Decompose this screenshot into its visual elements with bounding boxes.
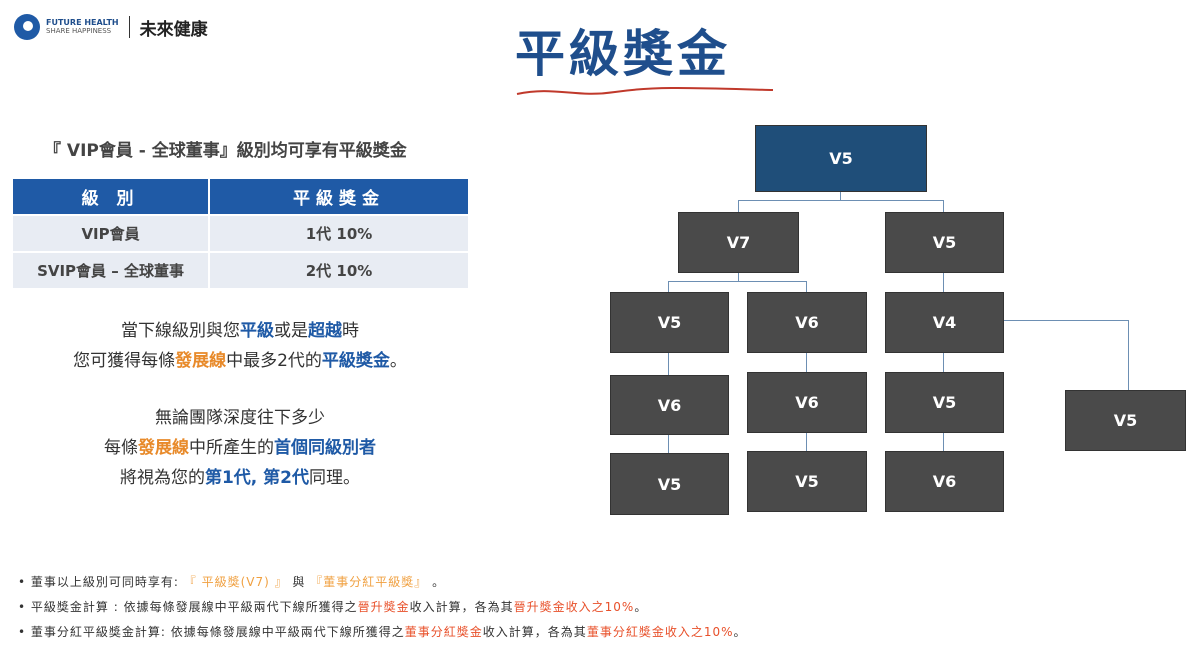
text-segment: 。 [389, 351, 407, 371]
text-segment: 董事分紅平級獎金計算: 依據每條發展線中平級兩代下線所獲得之 [30, 625, 405, 639]
tree-node: V5 [885, 212, 1004, 273]
text-segment: 中最多2代的 [226, 351, 322, 371]
tree-node: V6 [747, 372, 867, 433]
cell: 1代 10% [209, 214, 470, 252]
logo-icon [14, 14, 40, 40]
text-segment: 晉升獎金收入之10% [513, 600, 635, 614]
connector-line [738, 200, 944, 201]
text-segment: 超越 [308, 321, 342, 341]
text-segment: 『 平級獎(V7) 』 [183, 575, 288, 589]
text-segment: 董事分紅獎金 [404, 625, 483, 639]
underline-squiggle [516, 87, 774, 95]
tree-node: V6 [610, 375, 729, 435]
header-bonus: 平級獎金 [209, 179, 470, 215]
connector-line [943, 200, 944, 212]
text-segment: 與 [287, 575, 311, 589]
text-segment: 中所產生的 [189, 438, 274, 458]
text-segment: 。 [634, 600, 648, 614]
text-segment: 將視為您的 [119, 468, 205, 488]
text-segment: 。 [733, 625, 747, 639]
cell: VIP會員 [13, 214, 211, 252]
tree-node: V6 [885, 451, 1004, 512]
note-item: • 董事以上級別可同時享有: 『 平級獎(V7) 』 與 『董事分紅平級獎』 。 [18, 575, 446, 589]
text-segment: 每條發展線中所產生的首個同級別者 [30, 433, 450, 463]
text-segment: 。 [427, 575, 446, 589]
logo-tagline: SHARE HAPPINESS [46, 27, 112, 35]
connector-line [1128, 320, 1129, 390]
page-title: 平級獎金 [515, 25, 731, 83]
cell: SVIP會員 – 全球董事 [13, 251, 211, 288]
tree-node: V4 [885, 292, 1004, 353]
tree-node: V5 [747, 451, 867, 512]
connector-line [806, 281, 807, 292]
text-segment: 首個同級別者 [274, 438, 376, 458]
text-segment: 董事分紅獎金收入之10% [586, 625, 734, 639]
connector-line [668, 281, 807, 282]
explanation-1: 當下線級別與您平級或是超越時 您可獲得每條發展線中最多2代的平級獎金。 [30, 316, 450, 376]
text-segment: 級 別平級獎金 [13, 179, 470, 215]
cell: 2代 10% [209, 251, 470, 288]
text-segment [128, 16, 130, 38]
text-segment: 發展線 [175, 351, 227, 371]
connector-line [668, 281, 669, 292]
text-segment: 每條 [104, 438, 138, 458]
text-segment: 平級 [240, 321, 274, 341]
text-segment: 當下線級別與您 [121, 321, 240, 341]
text-segment: 您可獲得每條 [73, 351, 176, 371]
text-segment: 同理。 [309, 468, 361, 488]
text-segment: 當下線級別與您平級或是超越時 [30, 316, 450, 346]
tree-node-side: V5 [1065, 390, 1186, 451]
subtitle: 『 VIP會員 - 全球董事』級別均可享有平級獎金 [44, 141, 407, 161]
text-segment: 平級獎金 [321, 351, 390, 371]
text-segment: 發展線 [138, 438, 189, 458]
text-segment: 第1代, 第2代 [204, 468, 310, 488]
tree-node: V5 [610, 292, 729, 353]
text-segment: 董事以上級別可同時享有: [30, 575, 184, 589]
text-segment: 『董事分紅平級獎』 [310, 575, 428, 589]
text-segment: 無論團隊深度往下多少 [155, 408, 325, 428]
text-segment: 收入計算，各為其 [409, 600, 514, 614]
note-item: • 董事分紅平級獎金計算: 依據每條發展線中平級兩代下線所獲得之董事分紅獎金收入… [18, 625, 747, 639]
tree-node: V6 [747, 292, 867, 353]
note-item: • 平級獎金計算 : 依據每條發展線中平級兩代下線所獲得之晉升獎金收入計算，各為… [18, 600, 648, 614]
text-segment: 時 [342, 321, 359, 341]
logo-en: FUTURE HEALTH [46, 18, 119, 27]
text-segment: 或是 [274, 321, 308, 341]
tree-node-root: V5 [755, 125, 927, 192]
connector-line [1002, 320, 1129, 321]
connector-line [943, 271, 944, 292]
tree-node: V5 [610, 453, 729, 515]
connector-line [840, 190, 841, 201]
logo-zh: 未來健康 [139, 19, 208, 40]
explanation-2: 無論團隊深度往下多少 每條發展線中所產生的首個同級別者 將視為您的第1代, 第2… [30, 403, 450, 493]
text-segment: 晉升獎金 [357, 600, 410, 614]
connector-line [738, 200, 739, 212]
connector-line [738, 271, 739, 282]
notes: • 董事以上級別可同時享有: 『 平級獎(V7) 』 與 『董事分紅平級獎』 。… [18, 570, 747, 645]
tree-node-v7: V7 [678, 212, 799, 273]
text-segment: 將視為您的第1代, 第2代同理。 [30, 463, 450, 493]
text-segment: 平級獎金計算 : 依據每條發展線中平級兩代下線所獲得之 [30, 600, 358, 614]
text-segment: 您可獲得每條發展線中最多2代的平級獎金。 [30, 346, 450, 376]
tree-node: V5 [885, 372, 1004, 433]
text-segment: 收入計算，各為其 [482, 625, 587, 639]
header-level: 級 別 [13, 179, 211, 215]
